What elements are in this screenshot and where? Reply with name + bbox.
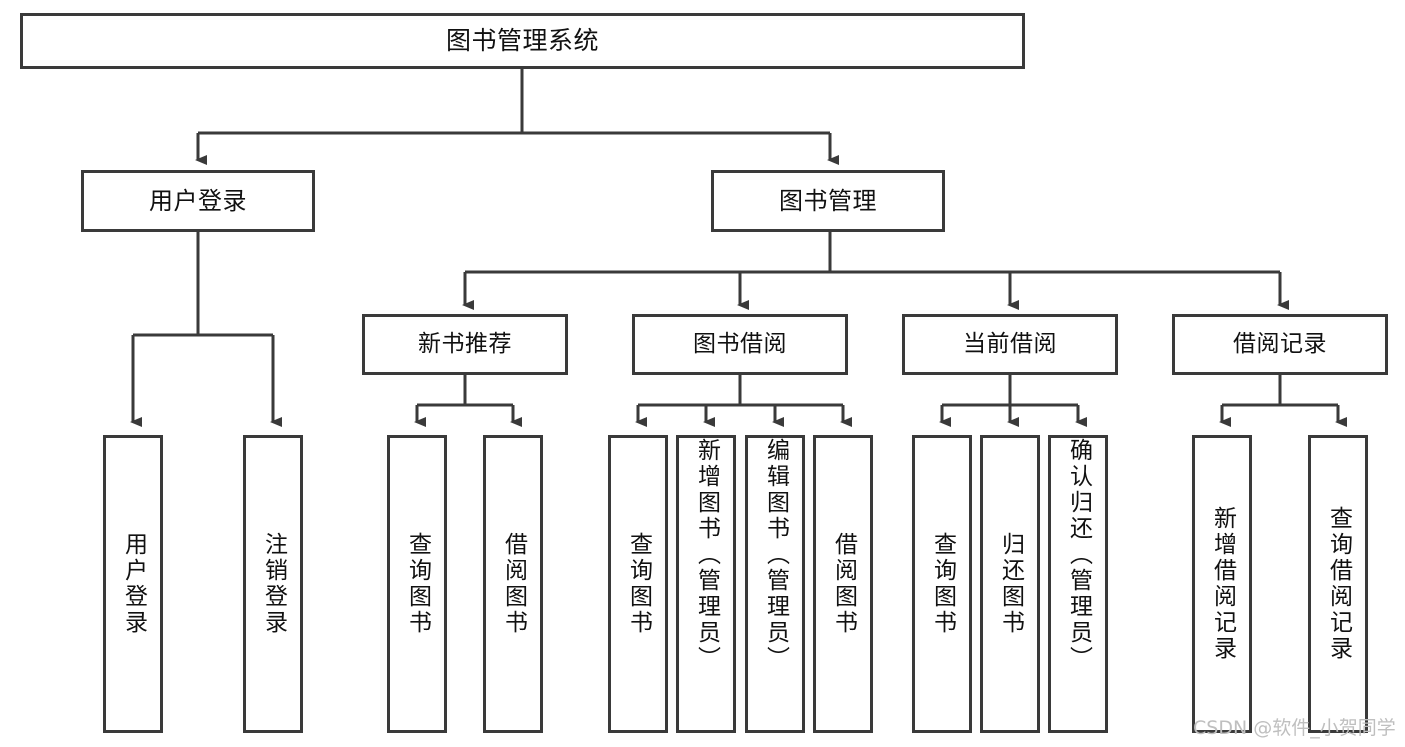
node-label: 新书推荐 — [418, 330, 512, 357]
leaf-label: 归还图书 — [997, 532, 1024, 636]
leaf-borrow-book-new[interactable]: 借阅图书 — [483, 435, 543, 733]
node-book-management[interactable]: 图书管理 — [711, 170, 945, 232]
leaf-query-borrow-record[interactable]: 查询借阅记录 — [1308, 435, 1368, 733]
node-root-book-management-system[interactable]: 图书管理系统 — [20, 13, 1025, 69]
leaf-label: 编辑图书（管理员） — [762, 438, 789, 672]
node-user-login[interactable]: 用户登录 — [81, 170, 315, 232]
leaf-label: 新增借阅记录 — [1209, 506, 1236, 662]
leaf-return-book[interactable]: 归还图书 — [980, 435, 1040, 733]
node-current-borrow[interactable]: 当前借阅 — [902, 314, 1118, 375]
node-label: 图书管理系统 — [445, 26, 599, 56]
node-borrow-record[interactable]: 借阅记录 — [1172, 314, 1388, 375]
node-label: 借阅记录 — [1233, 330, 1327, 357]
node-label: 用户登录 — [149, 186, 247, 215]
leaf-label: 查询图书 — [404, 532, 431, 636]
leaf-label: 新增图书（管理员） — [693, 438, 720, 672]
leaf-query-book-new[interactable]: 查询图书 — [387, 435, 447, 733]
leaf-label: 确认归还（管理员） — [1065, 438, 1092, 672]
leaf-label: 用户登录 — [120, 532, 147, 636]
node-label: 图书管理 — [779, 186, 877, 215]
leaf-label: 查询图书 — [929, 532, 956, 636]
leaf-confirm-return-admin[interactable]: 确认归还（管理员） — [1048, 435, 1108, 733]
leaf-label: 借阅图书 — [500, 532, 527, 636]
leaf-query-book-current[interactable]: 查询图书 — [912, 435, 972, 733]
node-new-book-recommendation[interactable]: 新书推荐 — [362, 314, 568, 375]
leaf-edit-book-admin[interactable]: 编辑图书（管理员） — [745, 435, 805, 733]
leaf-add-book-admin[interactable]: 新增图书（管理员） — [676, 435, 736, 733]
node-label: 当前借阅 — [963, 330, 1057, 357]
leaf-label: 注销登录 — [260, 532, 287, 636]
leaf-user-login[interactable]: 用户登录 — [103, 435, 163, 733]
leaf-add-borrow-record[interactable]: 新增借阅记录 — [1192, 435, 1252, 733]
watermark: CSDN @软件_小贺同学 — [1193, 717, 1396, 739]
leaf-borrow-book[interactable]: 借阅图书 — [813, 435, 873, 733]
leaf-logout[interactable]: 注销登录 — [243, 435, 303, 733]
leaf-label: 查询借阅记录 — [1325, 506, 1352, 662]
node-book-borrow[interactable]: 图书借阅 — [632, 314, 848, 375]
node-label: 图书借阅 — [693, 330, 787, 357]
leaf-label: 查询图书 — [625, 532, 652, 636]
leaf-query-book-borrow[interactable]: 查询图书 — [608, 435, 668, 733]
leaf-label: 借阅图书 — [830, 532, 857, 636]
